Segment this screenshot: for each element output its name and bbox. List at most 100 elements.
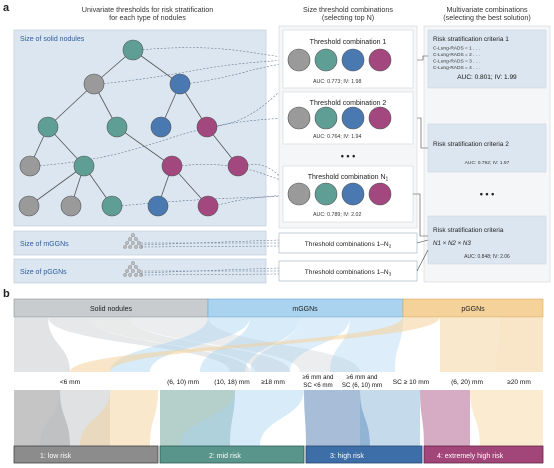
- size-bin-0: <6 mm: [60, 379, 81, 386]
- sankey-flow-bottom: [470, 390, 543, 446]
- criteria-ellipsis: • • •: [480, 189, 494, 199]
- criteria-1: Risk stratification criteria 1 C-Lung-RA…: [427, 29, 547, 89]
- connectors: [413, 55, 429, 272]
- mini-tree-node: [125, 269, 129, 273]
- mini-tree-node: [134, 245, 138, 249]
- mini-tree-node: [128, 273, 132, 277]
- tree-edge: [47, 83, 95, 128]
- mini-tree-node: [123, 273, 127, 277]
- threshold-circle: [314, 182, 338, 206]
- threshold-circle: [368, 48, 392, 72]
- threshold-circle: [368, 106, 392, 130]
- mini-tree-node: [134, 265, 138, 269]
- criteria-n-metrics: AUC: 0.848; IV: 2.06: [464, 254, 510, 260]
- col2-header: Size threshold combinations(selecting to…: [303, 5, 393, 23]
- threshold-mggn-label: Threshold combinations 1–N2: [305, 241, 392, 249]
- panel-b: Solid nodules mGGNs pGGNs <6 mm (6, 10) …: [13, 298, 544, 464]
- connector-line: [417, 117, 428, 149]
- criteria-1-line-3: C-Lung-RADS = 3 . . .: [433, 59, 480, 65]
- mggns-label: Size of mGGNs: [20, 241, 69, 248]
- sankey-flow-bottom: [14, 390, 70, 446]
- tree-node: [37, 116, 59, 138]
- tree-node: [169, 73, 191, 95]
- tree-nodes: [18, 39, 249, 217]
- mini-tree-node: [128, 245, 132, 249]
- tree-node: [197, 195, 219, 217]
- panel-a-letter: a: [3, 2, 10, 14]
- criteria-2-title: Risk stratification criteria 2: [433, 141, 509, 148]
- size-bin-2: (10, 18) mm: [214, 379, 250, 386]
- sankey-flow-bottom: [160, 390, 235, 446]
- sankey-flow-top: [250, 317, 350, 372]
- tree-node: [60, 195, 82, 217]
- mini-tree-node: [137, 269, 141, 273]
- tree-node: [19, 155, 41, 177]
- col3-header: Multivariate combinations(selecting the …: [443, 5, 531, 23]
- threshold-1-title: Threshold combination 1: [310, 39, 387, 46]
- threshold-pggn-label: Threshold combinations 1–N3: [305, 269, 392, 277]
- tree-node: [227, 155, 249, 177]
- criteria-2-metrics: AUC: 0.792; IV: 1.97: [465, 160, 510, 166]
- mini-tree-node: [134, 237, 138, 241]
- dashed-link: [243, 164, 317, 195]
- connector-line: [416, 249, 429, 272]
- threshold-2-metrics: AUC: 0.764; IV: 1.94: [313, 134, 361, 140]
- dashed-link: [213, 193, 290, 207]
- tree-node: [83, 73, 105, 95]
- threshold-2-title: Threshold combination 2: [310, 100, 387, 107]
- tree-edge: [28, 165, 85, 207]
- mini-tree-node: [131, 269, 135, 273]
- criteria-1-line-1: C-Lung-RADS = 1 . . .: [433, 46, 480, 52]
- sankey-flow-bottom: [420, 390, 470, 446]
- risk-mid: [159, 445, 305, 464]
- category-solid-label: Solid nodules: [90, 306, 133, 313]
- sankey-flow-bottom: [180, 390, 304, 446]
- tree-edge: [116, 126, 173, 167]
- dashed-link: [185, 59, 317, 85]
- risk-low-label: 1: low risk: [40, 453, 72, 460]
- connector-line: [417, 55, 428, 61]
- risk-high: [305, 445, 423, 464]
- tree-node: [122, 39, 144, 61]
- size-bin-3: ≥18 mm: [261, 379, 285, 386]
- sankey-flow-top: [14, 317, 70, 372]
- threshold-circle: [314, 106, 338, 130]
- size-band: [14, 372, 543, 390]
- panel-b-letter: b: [3, 288, 10, 300]
- tree-node: [101, 195, 123, 217]
- criteria-n-formula: N1 × N2 × N3: [433, 240, 471, 247]
- mini-tree-node: [131, 241, 135, 245]
- threshold-circle: [341, 48, 365, 72]
- size-bin-8: ≥20 mm: [507, 379, 531, 386]
- category-mggns-label: mGGNs: [292, 306, 318, 313]
- risk-high-label: 3: high risk: [330, 453, 364, 460]
- sankey-flow-bottom: [304, 390, 370, 446]
- risk-low: [13, 445, 159, 464]
- threshold-circle: [368, 182, 392, 206]
- sankey-flow-top: [440, 317, 500, 372]
- threshold-n1-metrics: AUC: 0.789; IV: 2.02: [313, 212, 361, 218]
- mini-tree-node: [125, 241, 129, 245]
- tree-node: [150, 116, 172, 138]
- threshold-circle: [341, 182, 365, 206]
- mini-tree-node: [128, 237, 132, 241]
- pggns-label: Size of pGGNs: [20, 269, 67, 276]
- risk-extreme: [423, 445, 544, 464]
- mini-tree-node: [123, 245, 127, 249]
- sankey-flow-top: [495, 317, 543, 372]
- mini-tree-node: [131, 261, 135, 265]
- tree-node: [196, 116, 218, 138]
- mini-tree-node: [128, 265, 132, 269]
- size-bin-6: SC ≥ 10 mm: [393, 379, 430, 386]
- sankey-flow-bottom: [80, 390, 158, 446]
- threshold-n1-title: Threshold combination N1: [308, 174, 389, 183]
- sankey-flow-top: [70, 317, 440, 372]
- size-bin-1: (6, 10) mm: [167, 379, 199, 386]
- mini-tree-node: [134, 273, 138, 277]
- size-bin-7: (6, 20) mm: [451, 379, 483, 386]
- criteria-1-line-2: C-Lung-RADS = 2 . . .: [433, 52, 480, 58]
- solid-nodules-label: Size of solid nodules: [20, 36, 85, 43]
- panel-a: Size of solid nodules Size of mGGNs Size…: [13, 25, 551, 284]
